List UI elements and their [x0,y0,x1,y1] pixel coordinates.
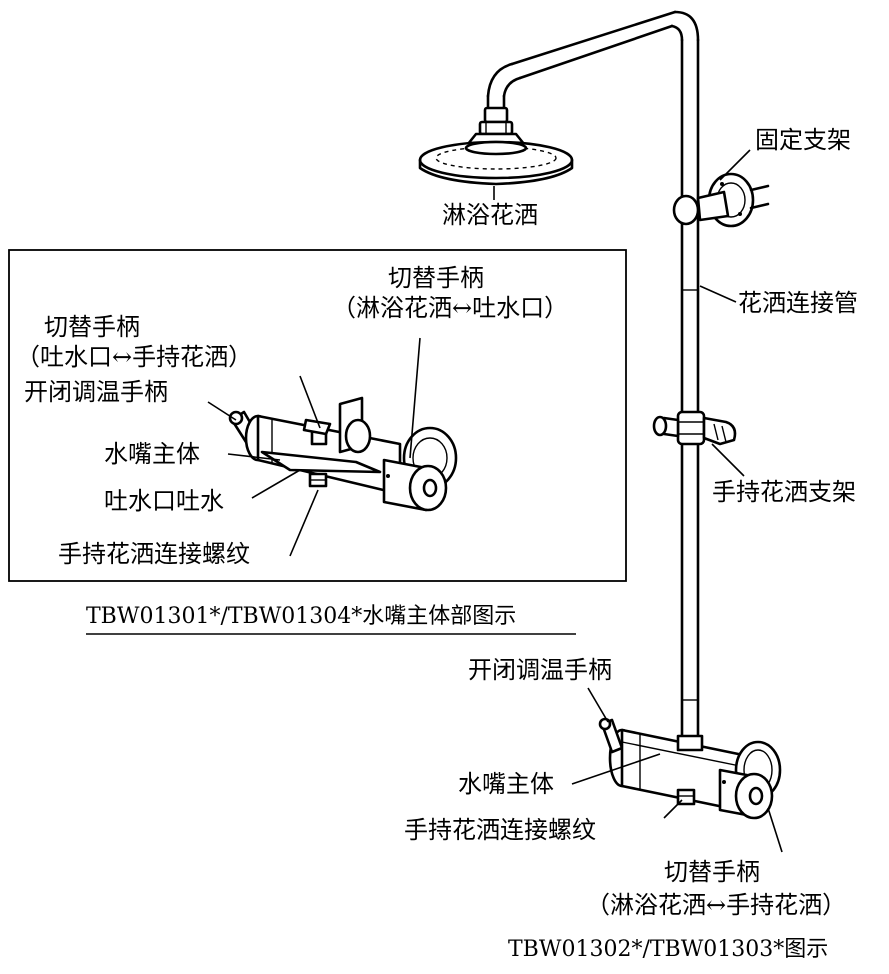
label-detail-hand-shower-thread: 手持花洒连接螺纹 [58,540,250,568]
label-detail-switch-handle-left-2: （吐水口↔手持花洒） [16,343,253,371]
label-main-on-off-temp-handle: 开闭调温手柄 [468,656,612,684]
label-detail-spout-outlet: 吐水口吐水 [104,487,224,515]
leader-lines [207,149,783,853]
label-detail-faucet-body: 水嘴主体 [104,440,200,468]
shower-head [418,106,574,186]
label-main-switch-handle-1: 切替手柄 [664,858,760,886]
main-caption: TBW01302*/TBW01303*图示 [508,937,829,962]
hand-shower-bracket [652,410,737,446]
main-faucet-body [598,717,782,820]
label-detail-switch-handle-right-2: （淋浴花洒↔吐水口） [332,294,569,322]
label-main-faucet-body: 水嘴主体 [458,770,554,798]
detail-caption: TBW01301*/TBW01304*水嘴主体部图示 [86,604,517,629]
label-main-hand-shower-thread: 手持花洒连接螺纹 [404,816,596,844]
label-detail-switch-handle-left-1: 切替手柄 [44,313,140,341]
label-shower-pipe: 花洒连接管 [738,289,858,317]
shower-riser-pipe [486,10,700,762]
fixed-bracket [672,172,770,228]
label-fixed-bracket: 固定支架 [755,126,851,154]
label-detail-on-off-temp-handle: 开闭调温手柄 [24,378,168,406]
label-hand-shower-bracket: 手持花洒支架 [712,478,856,506]
detail-frame [8,249,627,582]
detail-faucet-body [228,396,458,512]
label-main-switch-handle-2: （淋浴花洒↔手持花洒） [586,891,847,919]
label-shower-head: 淋浴花洒 [442,201,538,229]
label-detail-switch-handle-right-1: 切替手柄 [388,264,484,292]
